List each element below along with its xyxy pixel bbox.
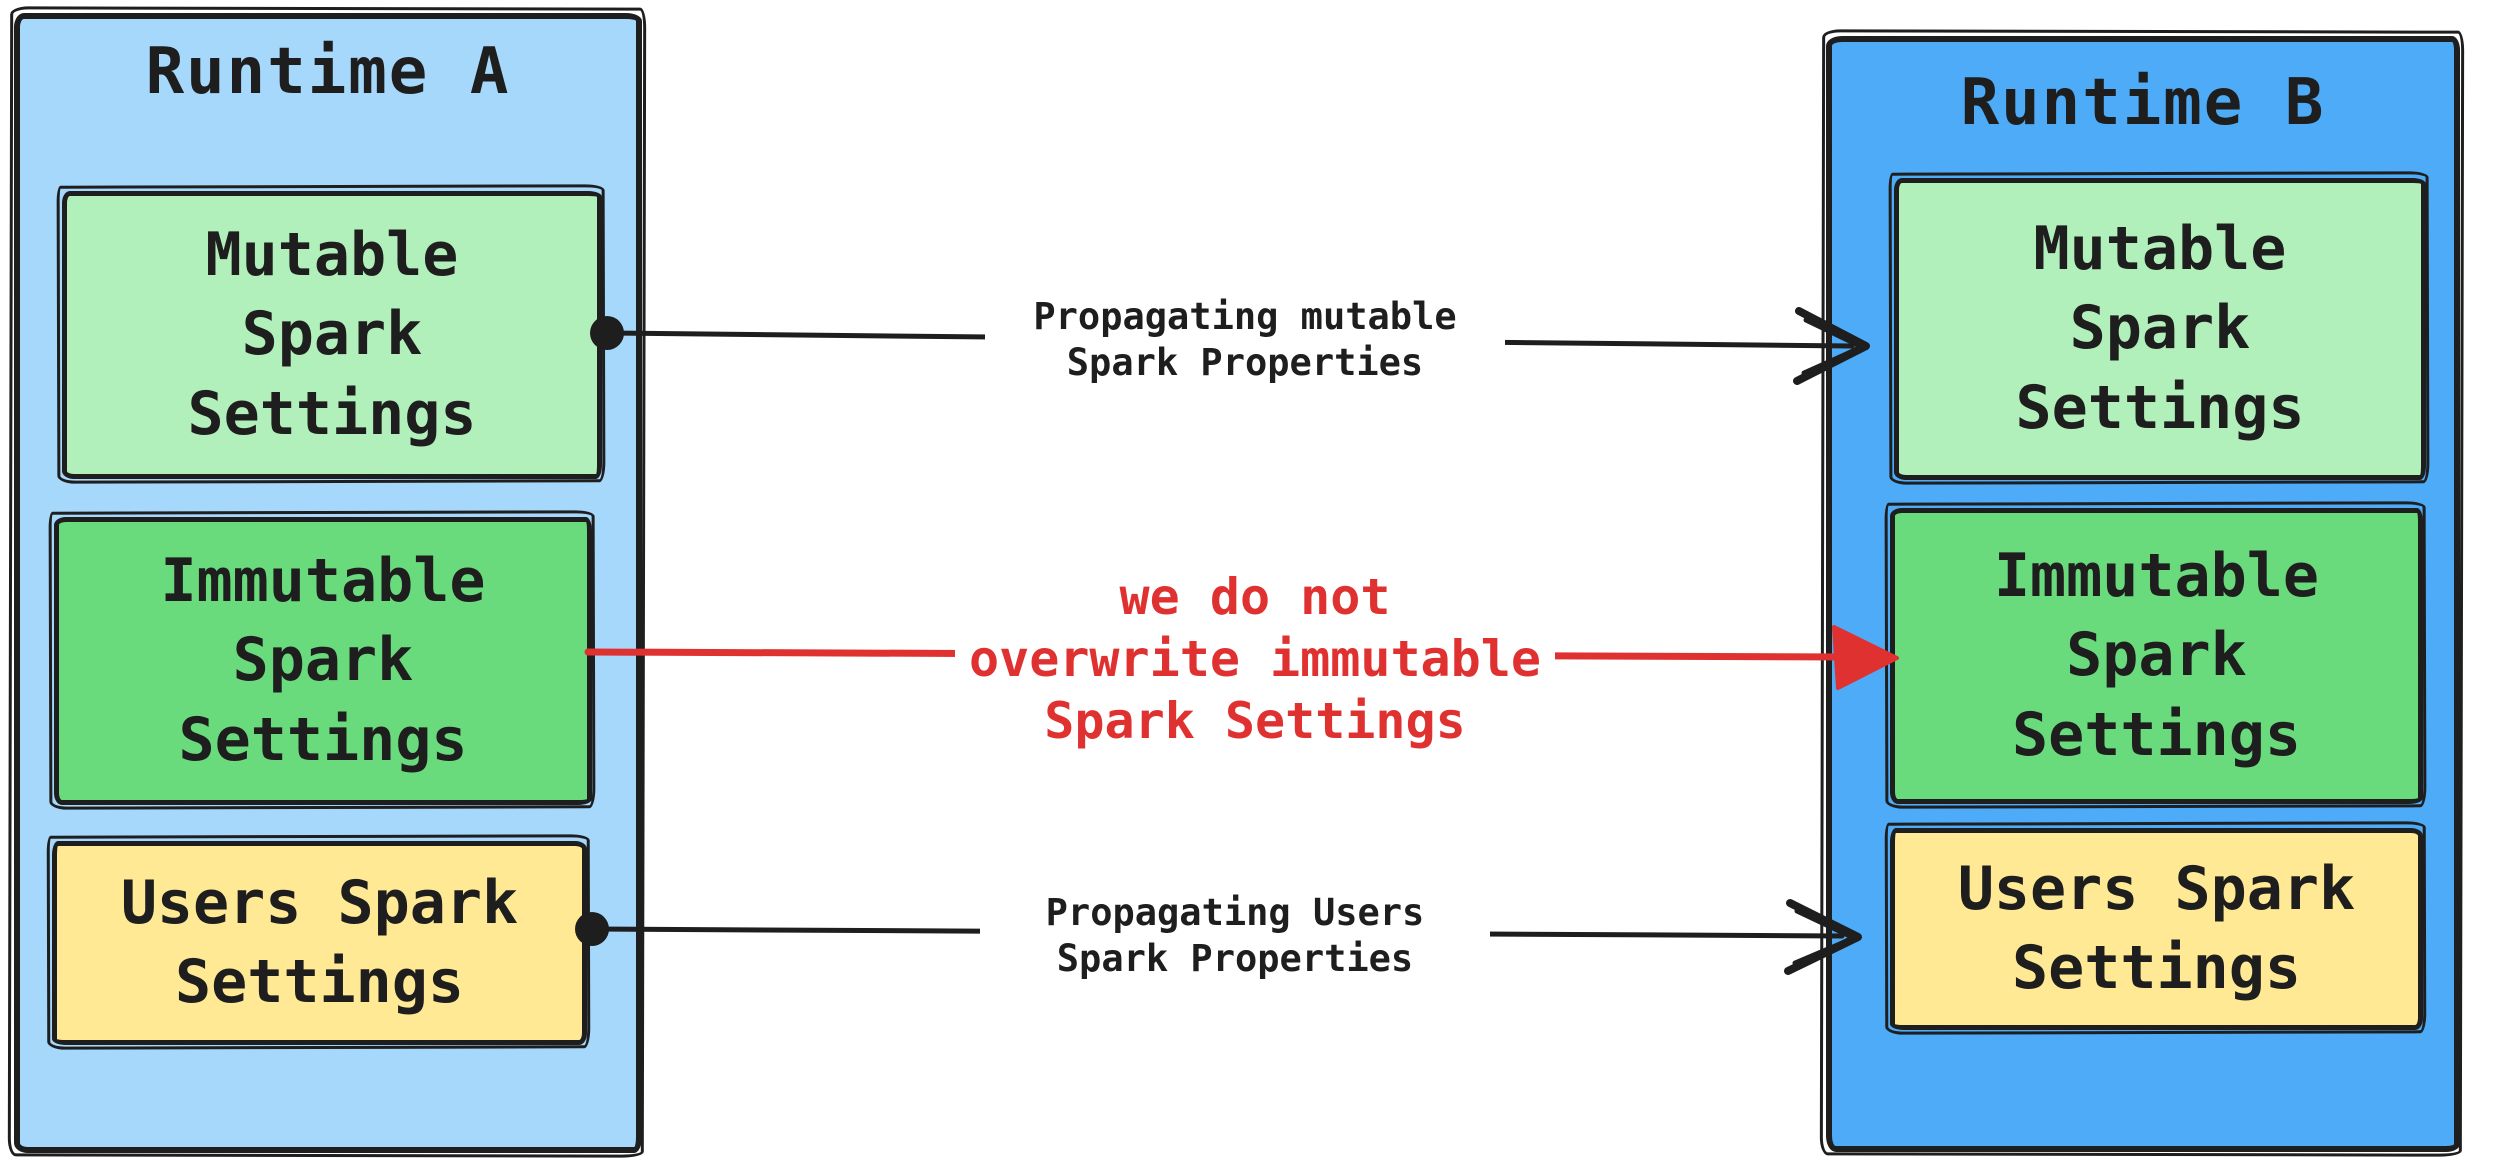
runtime-a-immutable-label: Immutable Spark Settings xyxy=(160,546,486,775)
runtime-b-immutable-label: Immutable Spark Settings xyxy=(1993,541,2320,770)
runtime-a-mutable-label: Mutable Spark Settings xyxy=(187,220,477,449)
arrow-label-no-overwrite-immutable: we do not overwrite immutable Spark Sett… xyxy=(955,564,1555,754)
runtime-b-immutable-spark-settings-box: Immutable Spark Settings xyxy=(1890,508,2423,804)
arrow-label-propagate-mutable: Propagating mutable Spark Properties xyxy=(985,292,1505,389)
runtime-b-title: Runtime B xyxy=(1960,66,2326,140)
arrow-label-propagate-users: Propagating Users Spark Properties xyxy=(980,888,1490,985)
runtime-b-users-spark-settings-box: Users Spark Settings xyxy=(1890,828,2423,1030)
runtime-b-container: Runtime B Mutable Spark Settings Immutab… xyxy=(1826,36,2460,1152)
runtime-a-mutable-spark-settings-box: Mutable Spark Settings xyxy=(62,191,602,479)
runtime-a-immutable-spark-settings-box: Immutable Spark Settings xyxy=(54,517,592,805)
runtime-a-users-spark-settings-box: Users Spark Settings xyxy=(52,841,587,1045)
runtime-a-users-label: Users Spark Settings xyxy=(120,867,519,1017)
runtime-b-mutable-spark-settings-box: Mutable Spark Settings xyxy=(1894,178,2426,480)
runtime-b-mutable-label: Mutable Spark Settings xyxy=(2015,214,2305,443)
runtime-a-container: Runtime A Mutable Spark Settings Immutab… xyxy=(14,13,642,1153)
runtime-a-title: Runtime A xyxy=(145,35,511,109)
runtime-b-users-label: Users Spark Settings xyxy=(1957,853,2356,1003)
